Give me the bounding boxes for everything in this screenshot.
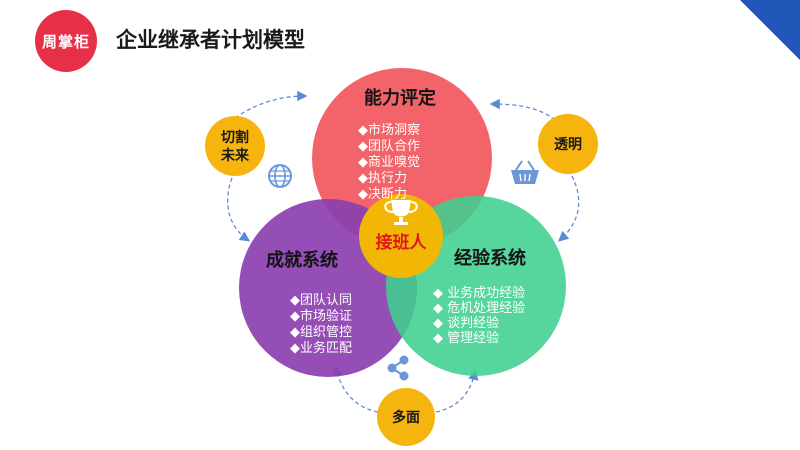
ability-item: ◆市场洞察 (358, 122, 420, 138)
trophy-icon (384, 200, 418, 225)
arrow-badge-to-top (234, 90, 308, 119)
ability-item: ◆决断力 (358, 187, 407, 202)
arrow-badge-to-right (558, 175, 580, 242)
achievement-title: 成就系统 (266, 249, 338, 271)
logo-text: 周掌柜 (41, 32, 90, 51)
achievement-item: ◆市场验证 (290, 308, 352, 324)
arrow-badge-to-left (227, 177, 251, 242)
corner-accent (740, 0, 800, 60)
badge-cut-future-line2: 未来 (221, 147, 250, 164)
achievement-item: ◆业务匹配 (290, 340, 352, 356)
share-icon (387, 355, 409, 381)
badge-transparent (538, 114, 598, 174)
page-title: 企业继承者计划模型 (116, 28, 305, 52)
experience-item: ◆ 谈判经验 (433, 315, 499, 331)
center-label: 接班人 (376, 232, 428, 253)
experience-title: 经验系统 (454, 247, 526, 269)
ability-title: 能力评定 (364, 87, 436, 109)
achievement-item: ◆组织管控 (290, 325, 352, 340)
badge-cut-future (205, 116, 265, 176)
badge-multifaceted-label: 多面 (392, 409, 420, 426)
ability-item: ◆团队合作 (358, 139, 420, 154)
ability-item: ◆商业嗅觉 (358, 155, 420, 170)
experience-item: ◆ 危机处理经验 (433, 300, 525, 316)
experience-item: ◆ 管理经验 (433, 330, 499, 346)
badge-multifaceted (377, 388, 435, 446)
badge-cut-future-line1: 切割 (221, 129, 249, 146)
arrow-badge-to-top-right (489, 98, 556, 121)
globe-icon (268, 164, 292, 188)
basket-icon (511, 160, 539, 184)
brand-logo: 周掌柜 (35, 10, 97, 72)
arrow-badge-to-bottom-right (435, 369, 479, 413)
experience-item: ◆ 业务成功经验 (433, 285, 525, 301)
achievement-item: ◆团队认同 (290, 293, 352, 308)
badge-transparent-label: 透明 (554, 137, 582, 153)
center-circle (359, 194, 443, 278)
ability-item: ◆执行力 (358, 171, 407, 186)
